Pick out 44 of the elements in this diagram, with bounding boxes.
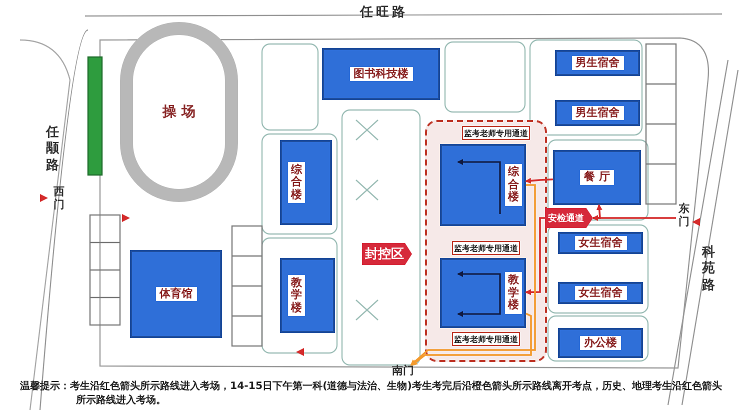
building [440, 258, 526, 328]
building-label: 综合楼 [505, 164, 522, 206]
building [558, 232, 643, 254]
route-arrow [411, 312, 532, 366]
building-label: 教学楼 [505, 272, 522, 314]
building [555, 100, 640, 126]
passage-sign: 监考老师专用通道 [452, 332, 520, 346]
gate-label: 南门 [390, 365, 416, 379]
building-label: 体育馆 [156, 286, 196, 302]
building-label: 男生宿舍 [572, 56, 624, 70]
building-label: 综合楼 [288, 162, 305, 204]
building-label: 餐 厅 [580, 170, 614, 185]
building [558, 328, 643, 358]
gate-label: 东门 [676, 203, 692, 233]
caption: 温馨提示：考生沿红色箭头所示路线进入考场，14-15日下午第一科(道德与法治、生物)考生考完后沿橙色箭头所示路线离开考点，历史、地理考生沿红色箭头所示路线进入考场。 [20, 380, 723, 408]
field-label: 操 场 [162, 103, 196, 121]
route-arrow [410, 184, 536, 366]
building [558, 282, 643, 304]
passage-sign: 监考老师专用通道 [452, 241, 520, 255]
building-label: 女生宿舍 [574, 286, 626, 300]
building [553, 150, 641, 205]
zone-tag: 封控区 [362, 243, 412, 265]
building [322, 48, 440, 100]
zone-tag: 安检通道 [545, 208, 593, 228]
building [280, 140, 332, 225]
passage-sign: 监考老师专用通道 [462, 126, 530, 140]
building [440, 144, 526, 226]
controlled-zone [425, 120, 547, 362]
building [280, 258, 335, 333]
gate-label: 西门 [52, 186, 66, 212]
building-label: 教学楼 [288, 274, 305, 316]
building-label: 女生宿舍 [574, 236, 626, 250]
road-label: 任旺路 [360, 4, 408, 21]
route-arrow [525, 178, 554, 184]
route-arrow [593, 204, 602, 219]
route-arrow [592, 215, 676, 221]
route-arrow [525, 217, 545, 296]
building-label: 男生宿舍 [572, 106, 624, 120]
building-label: 办公楼 [580, 336, 621, 350]
road-label: 科苑路 [702, 245, 716, 294]
building [130, 250, 222, 338]
road-label: 任颙路 [46, 125, 60, 174]
building-label: 图书科技楼 [350, 66, 412, 82]
building [555, 50, 640, 76]
